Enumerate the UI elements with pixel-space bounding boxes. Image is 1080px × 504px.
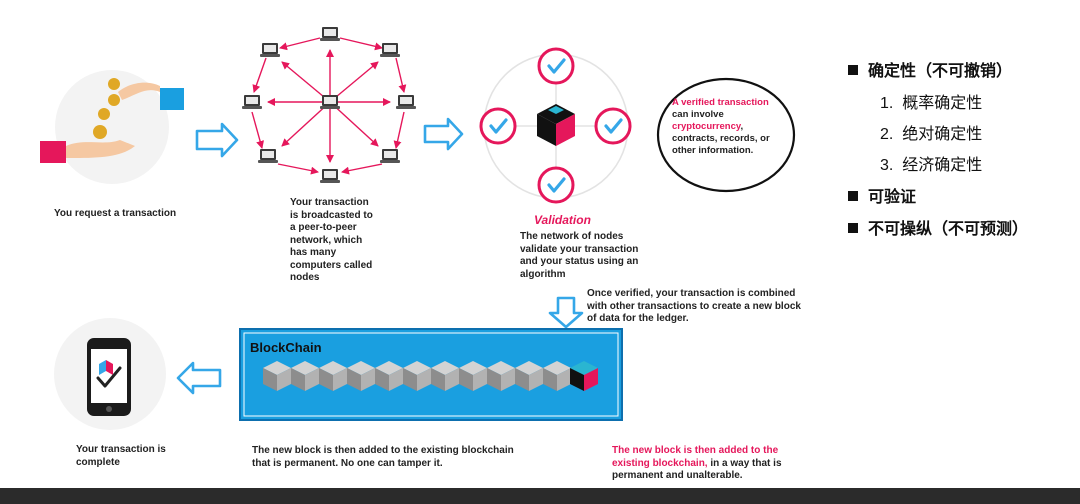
p2p-network [251, 37, 407, 175]
step-validation-caption: The network of nodes validate your trans… [520, 231, 639, 280]
property-item: 不可操纵（不可预测） [848, 215, 1028, 239]
new-block-cube-icon [570, 361, 598, 391]
subitem-text: 概率确定性 [902, 95, 983, 112]
hands-coins-icon [40, 70, 184, 184]
property-item: 可验证 [848, 183, 916, 207]
bullet-icon [848, 65, 858, 75]
check-icon [594, 107, 632, 145]
chain-blocks [263, 361, 598, 391]
verified-line1: can involve [672, 109, 724, 120]
arrow-down-icon [548, 296, 584, 329]
subitem-text: 绝对确定性 [902, 126, 983, 143]
step-combine-caption: Once verified, your transaction is combi… [587, 288, 801, 324]
validation-title: Validation [534, 213, 591, 227]
check-icon [537, 166, 575, 204]
subitem-number: 1. [880, 95, 894, 112]
property-label: 确定性（不可撤销） [868, 63, 1013, 80]
arrow-left-icon [176, 361, 222, 395]
step-added-caption: The new block is then added to the exist… [252, 445, 514, 469]
phone-complete-icon [54, 318, 166, 430]
validation-graphic [479, 47, 632, 204]
subitem-number: 2. [880, 126, 894, 143]
property-label: 可验证 [868, 189, 917, 206]
arrow-right-icon [423, 117, 464, 151]
verified-crypto: cryptocurrency [672, 121, 741, 132]
permanent-note-rest: in a way that is permanent and unalterab… [612, 457, 782, 482]
bottom-bar [0, 488, 1080, 504]
step-complete-caption: Your transaction is complete [76, 444, 166, 468]
permanent-note-pink: The new block is then added to the exist… [612, 445, 779, 469]
check-icon [537, 47, 575, 85]
bullet-icon [848, 191, 858, 201]
property-subitem: 3. 经济确定性 [880, 151, 982, 175]
blockchain-label: BlockChain [250, 340, 322, 355]
permanent-note: The new block is then added to the exist… [612, 445, 798, 483]
check-icon [479, 107, 517, 145]
property-label: 不可操纵（不可预测） [868, 221, 1029, 238]
property-item: 确定性（不可撤销） [848, 57, 1012, 81]
node-computers [242, 27, 416, 183]
cube-icon [537, 104, 575, 146]
bullet-icon [848, 223, 858, 233]
subitem-number: 3. [880, 157, 894, 174]
step-broadcast-caption: Your transaction is broadcasted to a pee… [290, 197, 373, 283]
step-request-caption: You request a transaction [54, 208, 177, 219]
verified-callout-oval [656, 77, 796, 193]
subitem-text: 经济确定性 [902, 157, 983, 174]
property-subitem: 1. 概率确定性 [880, 89, 982, 113]
verified-rest: contracts, records, or other information… [672, 133, 770, 156]
property-subitem: 2. 绝对确定性 [880, 120, 982, 144]
arrow-right-icon [195, 122, 239, 158]
verified-callout-text: A verified transaction can involve crypt… [672, 97, 782, 157]
verified-highlight: A verified transaction [672, 97, 769, 108]
verified-comma: , [740, 121, 744, 132]
